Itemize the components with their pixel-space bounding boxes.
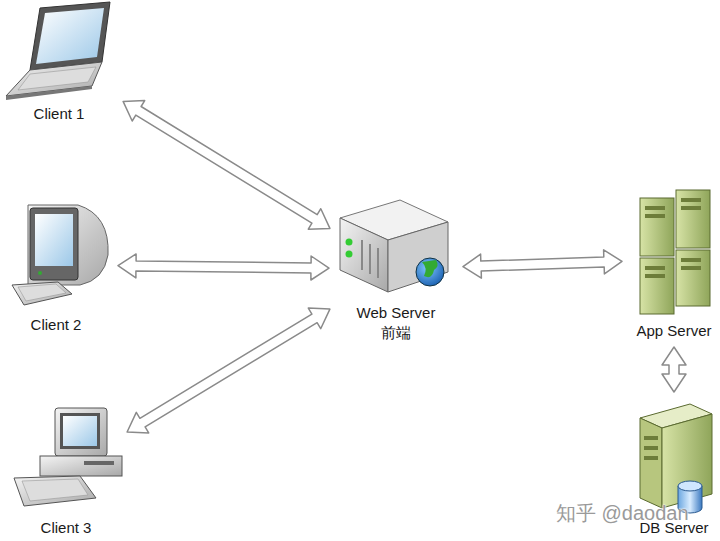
double-arrow <box>118 254 329 280</box>
server-node: App Server <box>628 178 720 341</box>
node-label: Client 2 <box>31 315 82 335</box>
server-node: Client 1 <box>0 0 118 124</box>
double-arrow <box>127 308 330 433</box>
laptop-icon <box>6 2 110 100</box>
double-arrow <box>662 347 686 392</box>
double-arrow <box>123 101 330 230</box>
node-label: 前端 <box>381 323 411 343</box>
node-label: Client 1 <box>34 104 85 124</box>
app-server-icon <box>640 190 710 314</box>
node-label: App Server <box>636 321 711 341</box>
node-label: Web Server <box>357 303 436 323</box>
desktop-pc-icon <box>14 408 122 506</box>
server-node: Web Server前端 <box>335 195 457 343</box>
web-server-icon <box>340 200 448 292</box>
watermark: 知乎 @daodan <box>556 500 689 527</box>
server-node: Client 3 <box>10 400 122 538</box>
node-label: Client 3 <box>41 518 92 538</box>
db-server-icon <box>640 404 712 513</box>
crt-monitor-icon <box>12 205 108 305</box>
double-arrow <box>463 250 622 278</box>
server-node: Client 2 <box>0 195 112 335</box>
